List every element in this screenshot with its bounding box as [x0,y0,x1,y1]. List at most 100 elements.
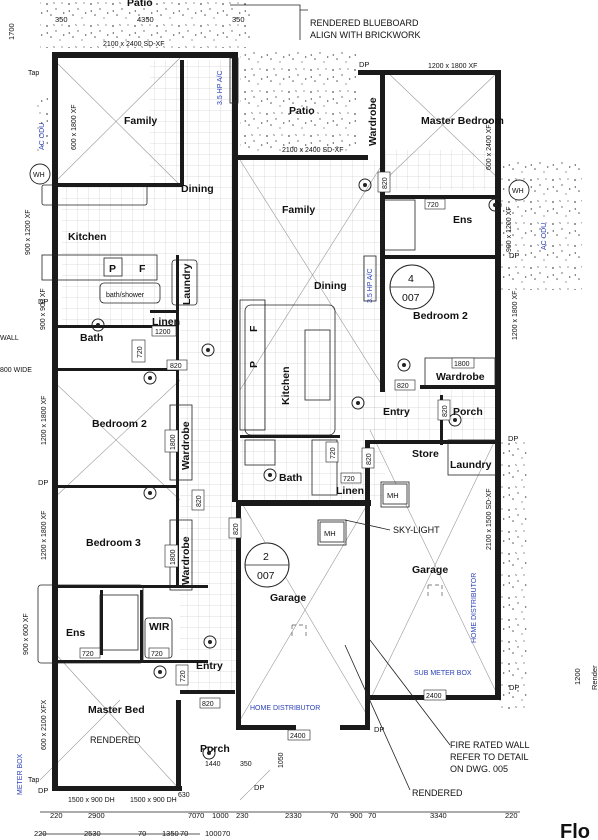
dp-9: DP [509,683,519,692]
door-820-d: 820 [202,701,214,708]
door-820-e: 820 [382,177,389,189]
wall-label: WALL [0,335,19,342]
win-family-left: 600 x 1800 XF [71,104,78,150]
win-master-left: 600 x 2100 XFX [41,699,48,750]
win-garage-right: 2100 x 1500 SD-XF [486,489,493,550]
dim-350b: 350 [232,15,245,24]
ac-odu-left-label: AC ODU [39,123,46,150]
room-bath-left: Bath [80,332,103,344]
interior-outlines [37,57,497,664]
door-1800-a: 1800 [170,434,177,450]
bottom-run2-value: 70 [138,829,146,838]
bottom-run-value: 1000 [212,811,229,820]
dp-7: DP [254,783,264,792]
note-fire-rated-2: REFER TO DETAIL [450,752,529,762]
room-linen-left: Linen [152,316,180,328]
mh-right-label: MH [387,491,399,500]
bottom-run-value: 70 [188,811,196,820]
hp-ac-right-label: 3.5 HP A/C [367,268,374,303]
pantry-left-label: P [109,263,116,275]
note-fire-rated-3: ON DWG. 005 [450,764,508,774]
fridge-right-label: F [248,325,260,332]
home-distributor-left: HOME DISTRIBUTOR [250,705,320,712]
fan-symbols [91,178,502,760]
dimension-labels: 350 4350 350 1700 2100 x 2400 SD-XF 600 … [0,15,582,804]
door-1800-c: 1800 [454,361,470,368]
unit-left-code: 007 [257,570,275,582]
win-bottom-1: 1500 x 900 DH [68,797,115,804]
win-ens-right: 900 x 1200 XF [506,206,513,252]
room-kitchen-right: Kitchen [280,366,292,405]
note-rendered-left: RENDERED [90,735,141,745]
room-master-bed-left: Master Bed [88,704,145,716]
bottom-run-value: 2330 [285,811,302,820]
room-entry-right: Entry [383,406,410,418]
door-820-f: 820 [397,383,409,390]
door-720-c: 720 [151,651,163,658]
unit-right-code: 007 [402,292,420,304]
door-2400-right: 2400 [426,693,442,700]
unit-left-number: 2 [263,551,269,563]
room-garage-left: Garage [270,592,306,604]
room-wardrobe-b2-left: Wardrobe [180,421,192,470]
win-master-side: 600 x 2400 XFX [486,119,493,170]
door-820-a: 820 [170,363,182,370]
dim-350a: 350 [55,15,68,24]
porch-350: 350 [240,761,252,768]
room-ens-left: Ens [66,627,85,639]
room-garage-right: Garage [412,564,448,576]
room-bedroom3-left: Bedroom 3 [86,537,141,549]
door-720-d: 720 [180,670,187,682]
door-820-h: 820 [366,453,373,465]
room-laundry-right: Laundry [450,459,492,471]
door-820-g: 820 [442,405,449,417]
door-1200-a: 1200 [155,329,171,336]
dp-5: DP [508,434,518,443]
bottom-run2-value: 220 [34,829,47,838]
wide-label: 800 WIDE [0,367,32,374]
door-720-b: 720 [82,651,94,658]
win-bed2-right: 1200 x 1800 XF [512,291,519,340]
note-rendered-blueboard: RENDERED BLUEBOARD [310,18,419,28]
room-kitchen-left: Kitchen [68,231,107,243]
dp-6: DP [374,725,384,734]
win-bath-left: 900 x 900 XF [40,288,47,330]
unit-marker-text: 4 007 2 007 [257,273,420,582]
room-wardrobe-master-right: Wardrobe [367,97,379,146]
room-family-left: Family [124,115,157,127]
room-entry-left: Entry [196,660,223,672]
room-wardrobe-b3-left: Wardrobe [180,536,192,585]
door-820-c: 820 [233,523,240,535]
room-patio-left: Patio [127,0,153,9]
unit-markers [29,163,530,588]
room-bedroom2-right: Bedroom 2 [413,310,468,322]
win-kitchen-left: 900 x 1200 XF [25,209,32,255]
note-align-brickwork: ALIGN WITH BRICKWORK [310,30,421,40]
master-bedroom-line: Master Bedroom [421,115,504,127]
dim-630: 630 [178,792,190,799]
door-2400-left: 2400 [290,733,306,740]
dp-1: DP [359,60,369,69]
title-fragment: Flo [560,821,590,840]
win-ens-left: 900 x 600 XF [23,613,30,655]
note-fire-rated-1: FIRE RATED WALL [450,740,530,750]
annotations: RENDERED BLUEBOARD ALIGN WITH BRICKWORK … [90,18,598,840]
dp-3: DP [38,478,48,487]
meter-box-label: METER BOX [17,753,24,795]
win-bottom-2: 1500 x 900 DH [130,797,177,804]
door-720-g: 720 [343,476,355,483]
room-porch-right: Porch [453,406,483,418]
tap-top-label: Tap [28,70,39,77]
room-laundry-left: Laundry [181,263,193,305]
door-820-b: 820 [196,495,203,507]
room-dining-left: Dining [181,183,214,195]
room-family-right: Family [282,204,315,216]
porch-1050: 1050 [278,752,285,768]
door-720-f: 720 [330,447,337,459]
room-patio-right: Patio [289,105,315,117]
unit-right-number: 4 [408,273,414,285]
bottom-run-value: 220 [505,811,518,820]
